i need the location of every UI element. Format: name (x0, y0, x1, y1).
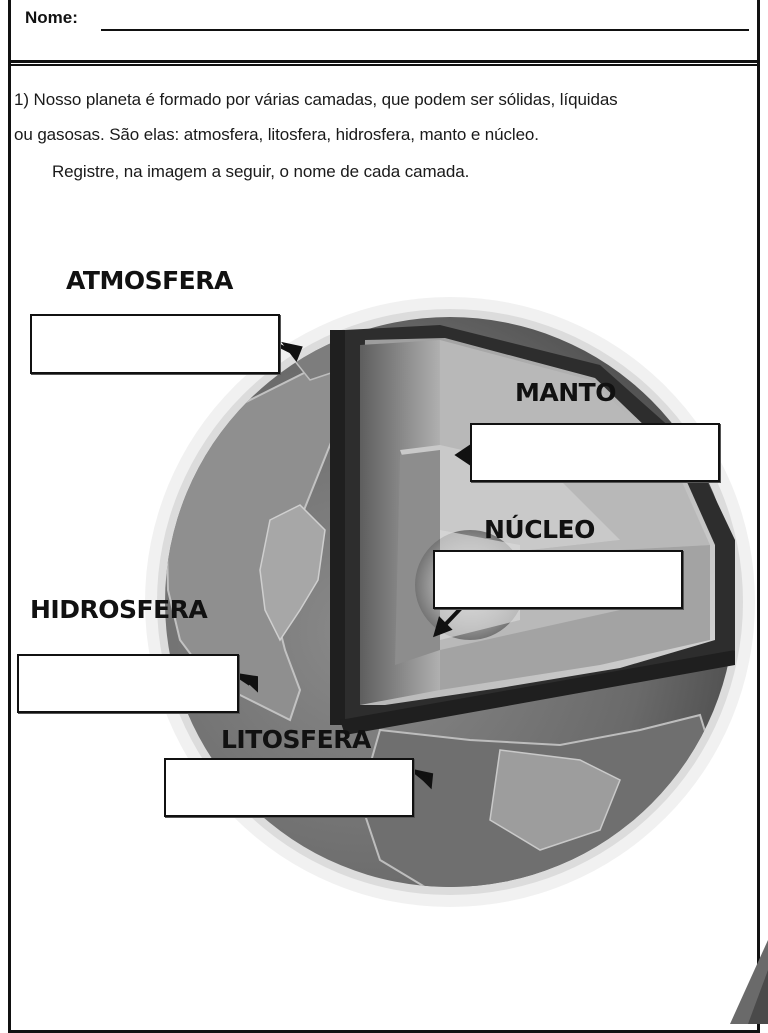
answer-box-litosfera[interactable] (164, 758, 414, 817)
page-curl-artifact (730, 940, 768, 1024)
question-instruction: Registre, na imagem a seguir, o nome de … (52, 162, 470, 181)
continents (165, 329, 722, 887)
divider (11, 64, 757, 66)
label-litosfera: LITOSFERA (221, 725, 371, 754)
name-label: Nome: (25, 8, 78, 27)
label-nucleo: NÚCLEO (484, 515, 595, 544)
answer-box-manto[interactable] (470, 423, 720, 482)
label-manto: MANTO (515, 378, 616, 407)
name-row: Nome: (11, 0, 757, 63)
answer-box-atmosfera[interactable] (30, 314, 280, 374)
answer-box-nucleo[interactable] (433, 550, 683, 609)
label-atmosfera: ATMOSFERA (66, 266, 233, 295)
question-line-2: ou gasosas. São elas: atmosfera, litosfe… (14, 125, 539, 144)
name-line[interactable] (101, 29, 749, 31)
pointer-arrows (236, 341, 477, 790)
answer-box-hidrosfera[interactable] (17, 654, 239, 713)
label-hidrosfera: HIDROSFERA (30, 595, 208, 624)
question-line-1: 1) Nosso planeta é formado por várias ca… (14, 90, 618, 109)
